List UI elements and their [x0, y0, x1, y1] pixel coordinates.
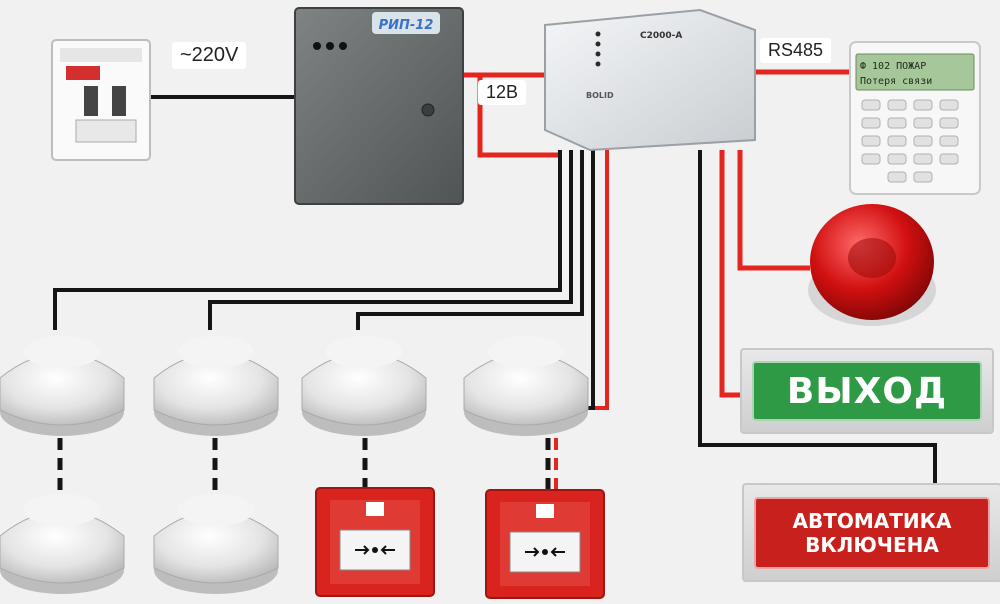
wire-auto-black: [698, 150, 937, 485]
power-supply-model: РИП-12: [379, 18, 434, 33]
bus-label: RS485: [760, 38, 832, 63]
automation-line-1: АВТОМАТИКА: [792, 508, 952, 533]
wire-loop-2: [208, 150, 573, 330]
automation-sign-face: АВТОМАТИКА ВКЛЮЧЕНА: [754, 496, 990, 569]
exit-sign: ВЫХОД: [740, 348, 994, 434]
automation-line-2: ВКЛЮЧЕНА: [805, 532, 939, 557]
wire-siren: [737, 150, 810, 271]
automation-on-sign: АВТОМАТИКА ВКЛЮЧЕНА: [742, 483, 1000, 582]
smoke-detector: [0, 336, 125, 436]
smoke-detector: [153, 494, 279, 594]
low-voltage-label: 12В: [478, 80, 527, 105]
manual-call-point: [315, 487, 435, 597]
smoke-detector: [153, 336, 279, 436]
smoke-detector: [0, 494, 125, 594]
power-supply-rip12: [294, 7, 464, 205]
wire-loop-3: [356, 150, 584, 330]
exit-sign-face: ВЫХОД: [752, 361, 982, 421]
keypad-display-line1: Ф 102 ПОЖАР: [860, 61, 926, 72]
controller-brand: BOLID: [586, 91, 614, 100]
manual-call-point: [485, 489, 605, 599]
controller-model: С2000-А: [640, 31, 682, 41]
wire-exit-red: [719, 150, 745, 398]
circuit-breaker: [51, 39, 151, 161]
control-keypad: [849, 41, 981, 195]
keypad-display-line2: Потеря связи: [860, 76, 932, 87]
smoke-detector: [301, 336, 427, 436]
mains-voltage-label: ~220V: [172, 42, 247, 69]
wire-loop-1: [53, 150, 562, 330]
siren-light: [808, 204, 936, 326]
smoke-detector: [463, 336, 589, 436]
controller-c2000: [544, 8, 756, 152]
wire-loop-4-red: [595, 150, 609, 410]
